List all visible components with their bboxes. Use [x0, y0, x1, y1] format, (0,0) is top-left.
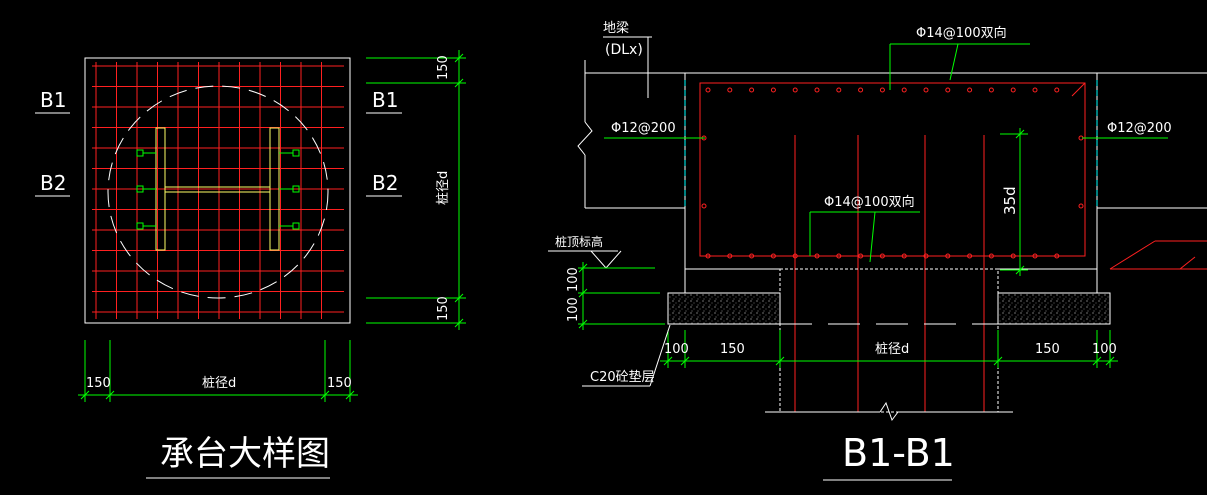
cap-outline: [84, 57, 351, 324]
label-b2-left: B2: [40, 171, 66, 195]
dim-right-150: 150: [327, 376, 352, 391]
rebar-dot: [901, 253, 907, 259]
pile-outline: [107, 85, 329, 299]
rebar-dot: [1078, 203, 1084, 209]
ground-beams: [577, 60, 1207, 209]
beam-label: 地梁: [603, 21, 629, 36]
rebar-dot: [923, 253, 929, 259]
dim-pile-d-horizontal: 桩径d: [202, 376, 236, 391]
rebar-dot: [705, 87, 711, 93]
rebar-dot: [770, 253, 776, 259]
dim-h-150-left: 150: [720, 342, 745, 357]
rebar-dot: [967, 87, 973, 93]
dim-pile-d-vertical: 桩径d: [436, 171, 451, 205]
section-title: B1-B1: [842, 431, 955, 475]
label-b1-left: B1: [40, 88, 66, 112]
anchor-length-label: 35d: [1001, 186, 1019, 215]
plan-vertical-dims: [366, 50, 466, 330]
right-edge-mark: [1109, 240, 1207, 270]
rebar-dot: [1010, 253, 1016, 259]
steel-column: [136, 127, 300, 251]
side-rebar-left-label: Φ12@200: [611, 121, 676, 136]
dim-v-100-a: 100: [566, 267, 581, 292]
rebar-dot: [858, 87, 864, 93]
plan-view: B1 B2 B1 B2 150 桩径d 150: [35, 50, 466, 479]
dim-h-150-right: 150: [1035, 342, 1060, 357]
pad-vertical-dims: [578, 262, 665, 330]
dim-h-pile-d: 桩径d: [875, 342, 909, 357]
rebar-dot: [879, 253, 885, 259]
rebar-dot: [1054, 87, 1060, 93]
rebar-dot: [836, 253, 842, 259]
pile-rebars: [794, 135, 985, 412]
beam-code: (DLx): [605, 42, 643, 58]
c20-pad-right: [997, 292, 1111, 325]
dim-left-150: 150: [86, 376, 111, 391]
dim-h-100-right: 100: [1092, 342, 1117, 357]
rebar-dot: [749, 87, 755, 93]
dim-top-150: 150: [436, 55, 451, 80]
plan-horizontal-dims: [78, 340, 358, 402]
rebar-dot: [814, 87, 820, 93]
rebar-cage: [699, 82, 1086, 257]
rebar-dot: [814, 253, 820, 259]
section-view: 地梁 (DLx) Φ14@100双向 Φ12@200 Φ12@200 Φ14@1…: [548, 21, 1207, 481]
rebar-dot: [836, 87, 842, 93]
dim-bottom-150: 150: [436, 296, 451, 321]
section-horizontal-dims: [660, 330, 1118, 368]
rebar-dot: [727, 253, 733, 259]
rebar-dot: [1032, 253, 1038, 259]
rebar-dot: [1032, 87, 1038, 93]
rebar-grid: [92, 62, 344, 319]
label-b1-right: B1: [372, 88, 398, 112]
cap-section-outline: [684, 72, 1098, 293]
rebar-dot: [1010, 87, 1016, 93]
rebar-dot: [1054, 253, 1060, 259]
rebar-dot: [770, 87, 776, 93]
rebar-dot: [879, 87, 885, 93]
rebar-dot: [701, 203, 707, 209]
rebar-dot: [945, 87, 951, 93]
c20-pad-left: [667, 292, 781, 325]
rebar-dot: [945, 253, 951, 259]
rebar-dot: [705, 253, 711, 259]
dim-h-100-left: 100: [664, 342, 689, 357]
rebar-dot: [988, 253, 994, 259]
pile-top-elev-label: 桩顶标高: [555, 234, 603, 249]
top-rebar-label: Φ14@100双向: [916, 25, 1007, 41]
bottom-rebar-label: Φ14@100双向: [824, 194, 915, 210]
label-b2-right: B2: [372, 171, 398, 195]
plan-title: 承台大样图: [160, 434, 330, 474]
rebar-dot: [727, 87, 733, 93]
side-rebar-right-label: Φ12@200: [1107, 121, 1172, 136]
rebar-dot: [923, 87, 929, 93]
rebar-dots: [701, 87, 1084, 259]
anchor-length-dim: [1000, 128, 1028, 276]
dim-v-100-b: 100: [566, 297, 581, 322]
rebar-dot: [901, 87, 907, 93]
rebar-dot: [988, 87, 994, 93]
rebar-dot: [967, 253, 973, 259]
rebar-dot: [792, 87, 798, 93]
pad-label: C20砼垫层: [590, 369, 655, 385]
rebar-dot: [858, 253, 864, 259]
rebar-dot: [749, 253, 755, 259]
